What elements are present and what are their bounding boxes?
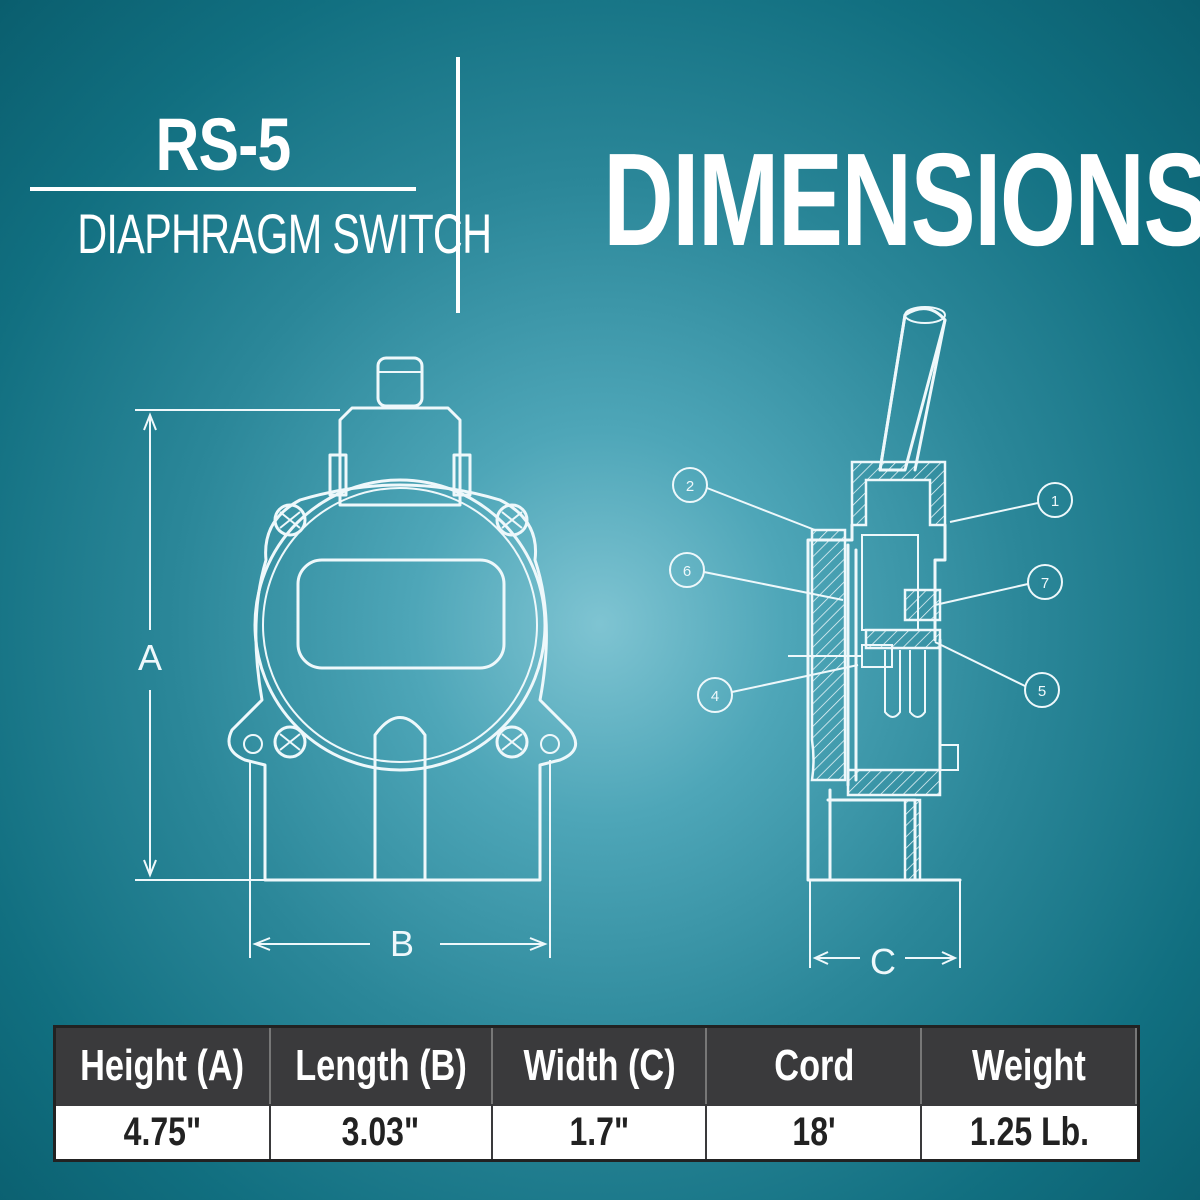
front-view: A B: [135, 356, 578, 964]
spec-header-height: Height (A): [56, 1028, 271, 1104]
svg-text:5: 5: [1038, 683, 1046, 700]
spec-value-height: 4.75": [56, 1104, 271, 1159]
spec-value-weight: 1.25 Lb.: [922, 1104, 1137, 1159]
callout-6: 6: [669, 552, 844, 601]
screw-icon: [243, 503, 560, 759]
spec-value-length: 3.03": [270, 1104, 493, 1159]
spec-header-length: Length (B): [270, 1028, 493, 1104]
callout-7: 7: [934, 564, 1063, 606]
svg-text:4: 4: [711, 688, 719, 705]
svg-text:7: 7: [1041, 575, 1049, 592]
svg-text:1: 1: [1051, 493, 1059, 510]
spec-header-cord: Cord: [707, 1028, 923, 1104]
svg-text:2: 2: [686, 478, 694, 495]
spec-value-cord: 18': [707, 1104, 923, 1159]
spec-table: Height (A) Length (B) Width (C) Cord Wei…: [53, 1025, 1140, 1162]
callout-1: 1: [949, 482, 1073, 523]
dimension-label-a: A: [138, 637, 162, 678]
side-view: 1 2 6 7 4: [669, 306, 1073, 982]
spec-header-width: Width (C): [492, 1028, 708, 1104]
spec-header-weight: Weight: [922, 1028, 1137, 1104]
dimension-drawing: A B: [135, 306, 1073, 982]
model-number: RS-5: [155, 103, 292, 186]
dimension-label-c: C: [870, 941, 896, 982]
dimension-label-b: B: [390, 923, 414, 964]
spec-value-width: 1.7": [492, 1104, 708, 1159]
svg-text:6: 6: [683, 563, 691, 580]
callout-5: 5: [934, 641, 1060, 708]
title-divider: [30, 187, 416, 191]
callout-2: 2: [672, 467, 816, 531]
header-separator: [456, 57, 460, 313]
callout-4: 4: [697, 664, 859, 713]
